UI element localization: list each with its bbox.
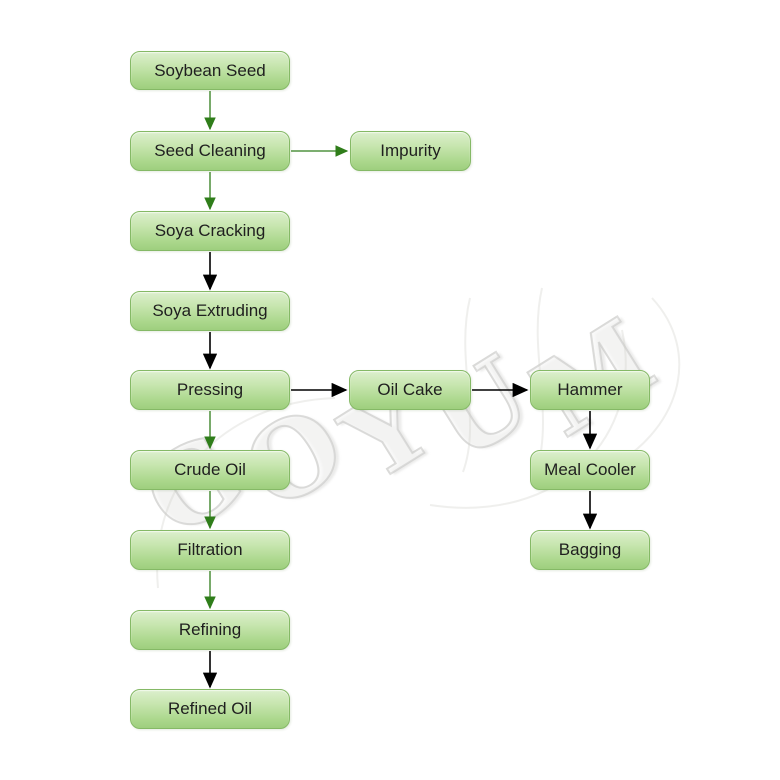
node-meal-cooler: Meal Cooler [530,450,650,490]
node-soybean-seed: Soybean Seed [130,51,290,90]
node-filtration: Filtration [130,530,290,570]
node-pressing: Pressing [130,370,290,410]
node-bagging: Bagging [530,530,650,570]
node-crude-oil: Crude Oil [130,450,290,490]
node-soya-extruding: Soya Extruding [130,291,290,331]
node-refining: Refining [130,610,290,650]
node-hammer: Hammer [530,370,650,410]
node-impurity: Impurity [350,131,471,171]
node-refined-oil: Refined Oil [130,689,290,729]
node-oil-cake: Oil Cake [349,370,471,410]
node-soya-cracking: Soya Cracking [130,211,290,251]
node-seed-cleaning: Seed Cleaning [130,131,290,171]
